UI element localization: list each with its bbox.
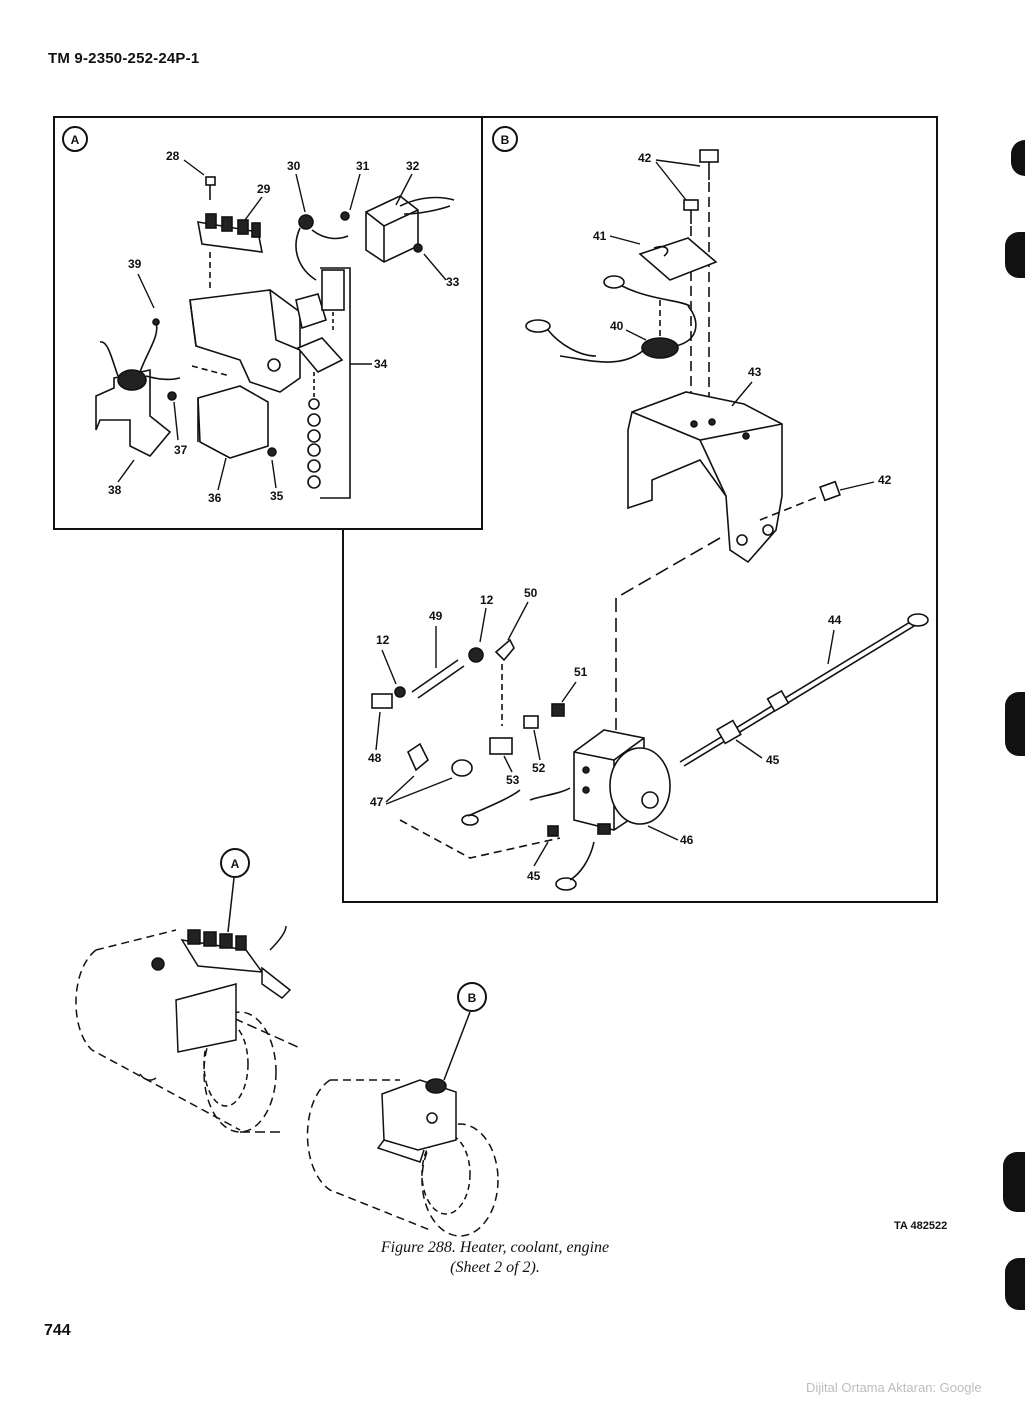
callout-29: 29	[257, 182, 271, 196]
scan-edge-mark	[1011, 140, 1025, 176]
callout-33: 33	[446, 275, 460, 289]
scan-edge-mark	[1005, 1258, 1025, 1310]
locator-drawing	[75, 877, 499, 1237]
callout-40: 40	[610, 319, 624, 333]
callout-50: 50	[524, 586, 538, 600]
callout-35: 35	[270, 489, 284, 503]
page-number: 744	[44, 1322, 71, 1339]
callout-38: 38	[108, 483, 122, 497]
caption-line-1: Figure 288. Heater, coolant, engine	[380, 1239, 610, 1256]
callout-46: 46	[680, 833, 694, 847]
scan-edge-mark	[1005, 232, 1025, 278]
locator-callout-b: B	[457, 982, 487, 1012]
scan-edge-mark	[1005, 692, 1025, 756]
callout-53: 53	[506, 773, 520, 787]
callout-48: 48	[368, 751, 382, 765]
callout-30: 30	[287, 159, 301, 173]
caption-line-2: (Sheet 2 of 2).	[450, 1259, 540, 1276]
callout-45-bottom: 45	[527, 869, 541, 883]
locator-a-letter: A	[231, 857, 240, 871]
figure-caption: Figure 288. Heater, coolant, engine (She…	[300, 1238, 690, 1278]
callout-12-left: 12	[376, 633, 390, 647]
callout-37: 37	[174, 443, 188, 457]
callout-12-top: 12	[480, 593, 494, 607]
ta-number: TA 482522	[894, 1220, 948, 1232]
callout-34: 34	[374, 357, 388, 371]
callout-31: 31	[356, 159, 370, 173]
panel-a-callouts: 28 29 30 31 32 33 34 35 36 37 38 39	[108, 149, 460, 505]
locator-callout-a: A	[220, 848, 250, 878]
panel-a-parts	[95, 176, 455, 499]
callout-28: 28	[166, 149, 180, 163]
callout-45-right: 45	[766, 753, 780, 767]
callout-51: 51	[574, 665, 588, 679]
watermark: Dijital Ortama Aktaran: Google	[806, 1380, 982, 1395]
callout-36: 36	[208, 491, 222, 505]
callout-42-top: 42	[638, 151, 652, 165]
document-number: TM 9-2350-252-24P-1	[48, 50, 200, 67]
callout-49: 49	[429, 609, 443, 623]
callout-52: 52	[532, 761, 546, 775]
panel-a-letter: A	[71, 133, 80, 147]
locator-b-letter: B	[468, 991, 477, 1005]
panel-b-letter: B	[501, 133, 510, 147]
panel-b-label: B	[492, 126, 518, 152]
callout-43: 43	[748, 365, 762, 379]
panel-a-label: A	[62, 126, 88, 152]
panel-b-callouts: 42 41 40 43 42 44 45 46 45 12 50 49 12 5…	[368, 151, 892, 883]
callout-44: 44	[828, 613, 842, 627]
callout-42-side: 42	[878, 473, 892, 487]
callout-32: 32	[406, 159, 420, 173]
callout-47: 47	[370, 795, 384, 809]
callout-39: 39	[128, 257, 142, 271]
callout-41: 41	[593, 229, 607, 243]
scan-edge-mark	[1003, 1152, 1025, 1212]
panel-b-parts	[371, 149, 929, 891]
